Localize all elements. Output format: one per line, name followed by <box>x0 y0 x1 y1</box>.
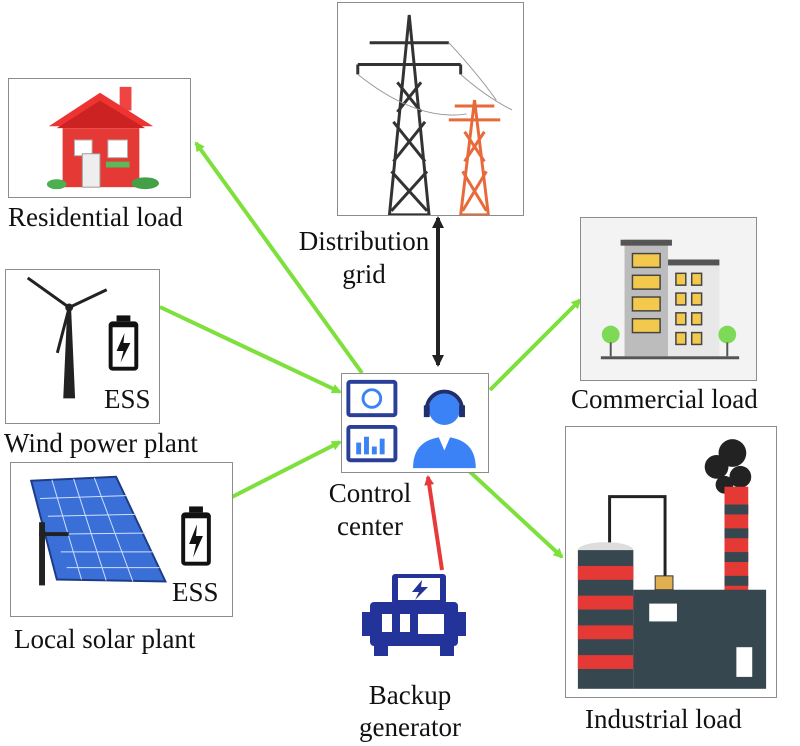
solar-ess-label: ESS <box>172 577 219 607</box>
wind-turbine-icon <box>26 276 139 399</box>
commercial-load-label: Commercial load <box>571 384 758 414</box>
wind-power-plant-box <box>5 269 160 424</box>
backup-generator-icon <box>362 574 466 656</box>
backup-generator-label-line2: generator <box>359 712 461 742</box>
arrow-control-to-industrial <box>466 468 564 559</box>
arrow-solar-to-control <box>231 440 342 499</box>
operator-dashboard-icon <box>346 379 476 469</box>
control-center-label-line1: Control <box>328 478 412 508</box>
arrow-control-to-residential <box>194 141 364 375</box>
local-solar-plant-label: Local solar plant <box>14 624 196 654</box>
arrow-wind-to-control <box>159 305 342 394</box>
industrial-load-label: Industrial load <box>585 704 742 734</box>
arrow-control-to-commercial <box>488 298 582 392</box>
wind-ess-label: ESS <box>104 384 151 414</box>
residential-load-label: Residential load <box>8 202 183 232</box>
distribution-grid-box <box>337 2 524 216</box>
control-center-box <box>341 373 489 473</box>
backup-generator-label-line1: Backup <box>368 680 452 710</box>
wind-power-plant-label: Wind power plant <box>4 428 198 458</box>
distribution-grid-label-line2: grid <box>342 259 386 289</box>
factory-icon <box>577 439 767 689</box>
local-solar-plant-box <box>10 462 233 617</box>
house-icon <box>46 86 159 190</box>
transmission-tower-icon <box>356 14 513 215</box>
solar-panel-icon <box>29 475 211 586</box>
residential-load-box <box>8 78 191 198</box>
control-center-label-line2: center <box>337 511 403 541</box>
commercial-load-box <box>580 217 757 381</box>
distribution-grid-label-line1: Distribution <box>298 226 430 256</box>
industrial-load-box <box>565 426 777 698</box>
arrow-backup-to-control <box>424 475 444 571</box>
office-building-icon <box>581 218 756 380</box>
